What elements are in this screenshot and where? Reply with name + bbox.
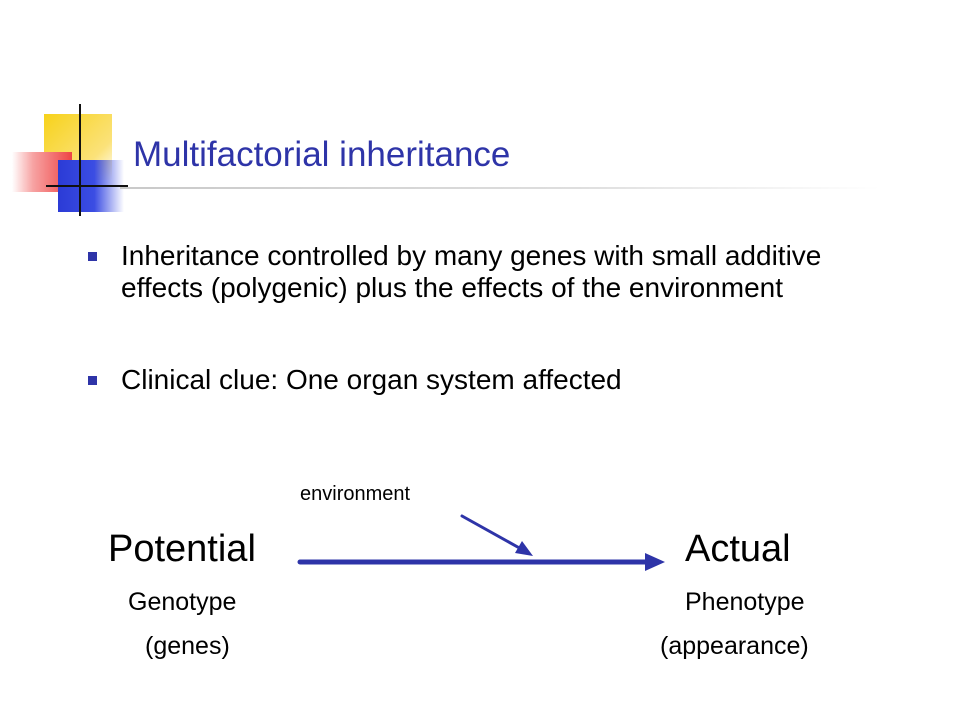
environment-arrow-head bbox=[515, 541, 533, 556]
environment-arrow bbox=[460, 514, 533, 556]
phenotype-label: Phenotype bbox=[685, 588, 805, 616]
slide-title: Multifactorial inheritance bbox=[133, 135, 511, 174]
bullet-item-inheritance: Inheritance controlled by many genes wit… bbox=[86, 240, 846, 304]
logo-horizontal-line bbox=[46, 185, 128, 187]
actual-label: Actual bbox=[685, 528, 791, 570]
title-underline bbox=[120, 187, 880, 189]
bullet-text: Inheritance controlled by many genes wit… bbox=[121, 240, 822, 303]
main-arrow-head bbox=[645, 553, 665, 571]
bullet-text: Clinical clue: One organ system affected bbox=[121, 364, 622, 395]
bullet-square-icon bbox=[88, 252, 97, 261]
genes-label: (genes) bbox=[145, 632, 230, 660]
corner-logo bbox=[0, 0, 140, 220]
environment-arrow-shaft bbox=[460, 514, 525, 552]
environment-label: environment bbox=[300, 483, 411, 505]
bullet-list: Inheritance controlled by many genes wit… bbox=[86, 240, 846, 396]
potential-label: Potential bbox=[108, 528, 256, 570]
main-arrow bbox=[297, 553, 665, 571]
logo-vertical-line bbox=[79, 104, 81, 216]
bullet-item-clinical-clue: Clinical clue: One organ system affected bbox=[86, 364, 846, 396]
genotype-label: Genotype bbox=[128, 588, 237, 616]
bullet-square-icon bbox=[88, 376, 97, 385]
appearance-label: (appearance) bbox=[660, 632, 809, 660]
